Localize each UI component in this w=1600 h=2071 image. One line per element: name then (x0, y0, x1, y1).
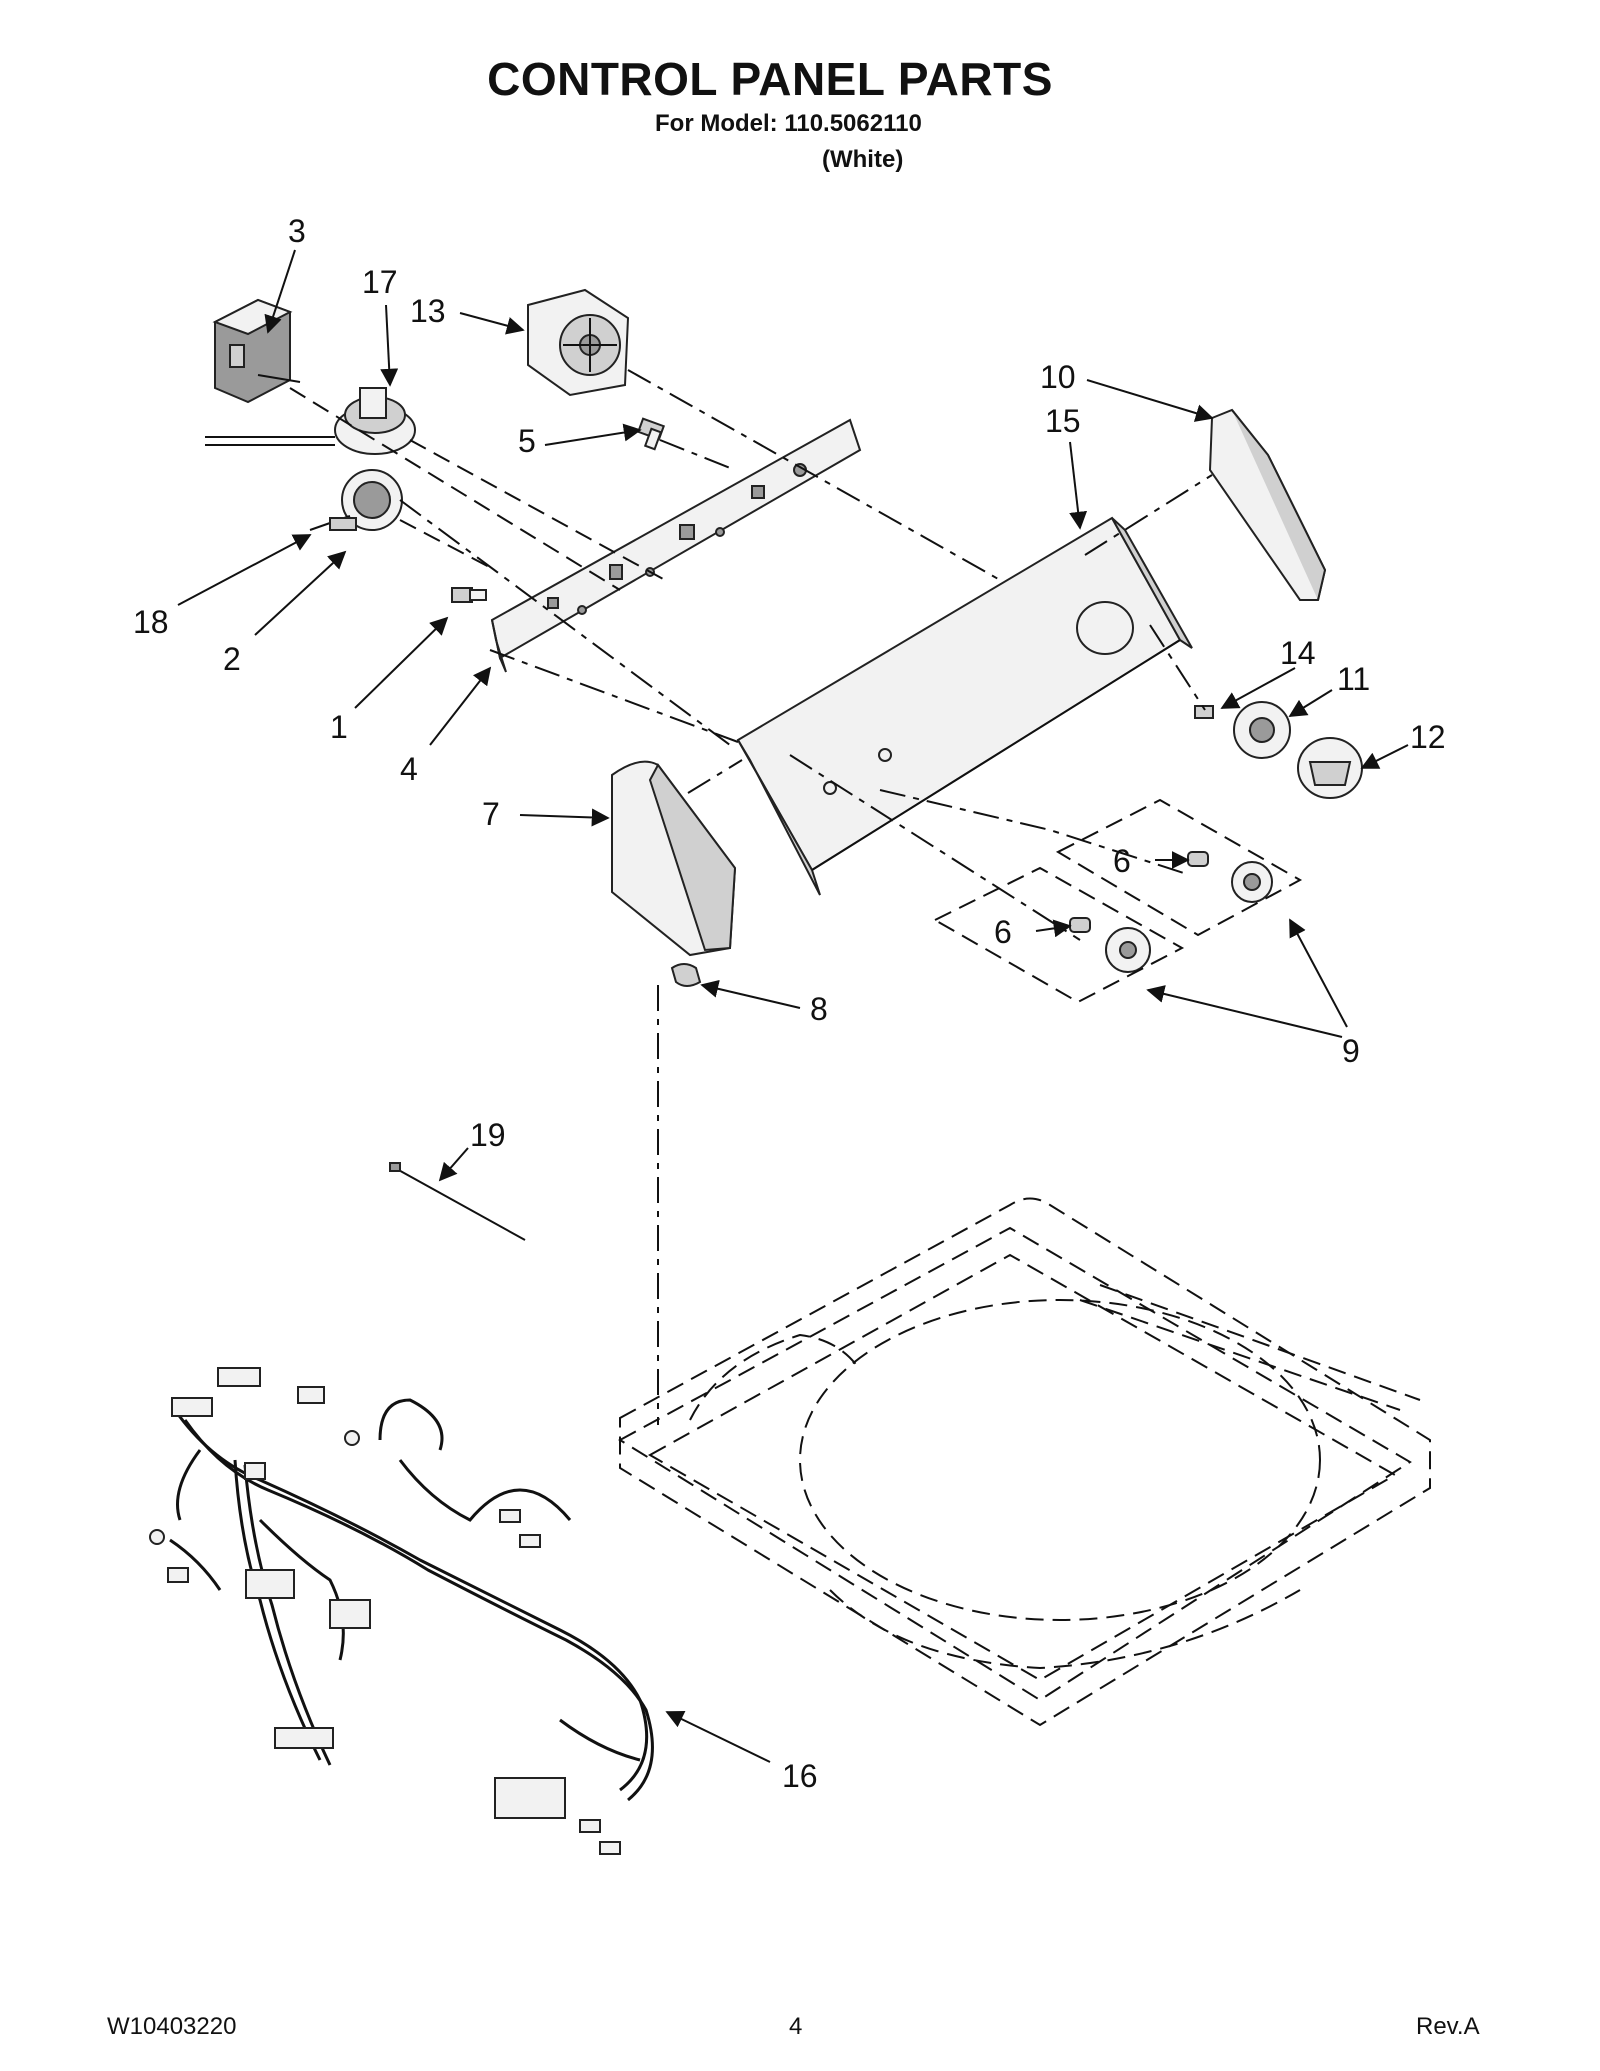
revision-label: Rev.A (1416, 2013, 1480, 2040)
callout-9: 9 (1342, 1033, 1360, 1069)
callout-numbers: 3 17 13 5 18 2 1 4 10 15 14 11 12 7 6 6 … (133, 213, 1446, 1794)
page-number: 4 (789, 2013, 803, 2040)
screw-1-part (451, 587, 487, 603)
callout-16: 16 (782, 1758, 818, 1794)
knob-group-box-lower (932, 866, 1185, 1004)
wiring-harness-part (149, 1367, 654, 1855)
console-part (736, 516, 1193, 896)
callout-7: 7 (482, 796, 500, 832)
upper-knob-part (1187, 851, 1273, 903)
callout-12: 12 (1410, 719, 1446, 755)
washer-top-outline (618, 1197, 1431, 1727)
callout-15: 15 (1045, 403, 1081, 439)
model-number: For Model: 110.5062110 (655, 110, 922, 137)
pressure-switch-part (309, 469, 403, 531)
left-end-cap-part (611, 760, 737, 957)
knob-group-box-upper (1055, 798, 1303, 937)
callout-1: 1 (330, 709, 348, 745)
document-number: W10403220 (107, 2013, 237, 2040)
timer-part (527, 288, 630, 397)
callout-10: 10 (1040, 359, 1076, 395)
model-color: (White) (822, 146, 904, 173)
callout-5: 5 (518, 423, 536, 459)
electronic-control-part (212, 298, 301, 404)
tie-strap-part (389, 1162, 526, 1241)
control-bracket-part (490, 418, 862, 673)
water-level-switch-part (205, 387, 416, 455)
page-title: CONTROL PANEL PARTS (487, 53, 1053, 105)
right-end-cap-part (1208, 408, 1327, 601)
callout-19: 19 (470, 1117, 506, 1153)
callout-6-upper: 6 (1113, 843, 1131, 879)
screw-5-part (636, 417, 666, 451)
callout-leaders (177, 249, 1409, 1763)
clip-part (670, 963, 702, 987)
lower-knob-part (1069, 917, 1151, 973)
callout-3: 3 (288, 213, 306, 249)
callout-8: 8 (810, 991, 828, 1027)
callout-17: 17 (362, 264, 398, 300)
callout-18: 18 (133, 604, 169, 640)
callout-14: 14 (1280, 635, 1316, 671)
callout-11: 11 (1337, 661, 1370, 697)
callout-2: 2 (223, 641, 241, 677)
knob-assembly-part (1194, 701, 1363, 799)
callout-6-lower: 6 (994, 914, 1012, 950)
callout-13: 13 (410, 293, 446, 329)
callout-4: 4 (400, 751, 418, 787)
